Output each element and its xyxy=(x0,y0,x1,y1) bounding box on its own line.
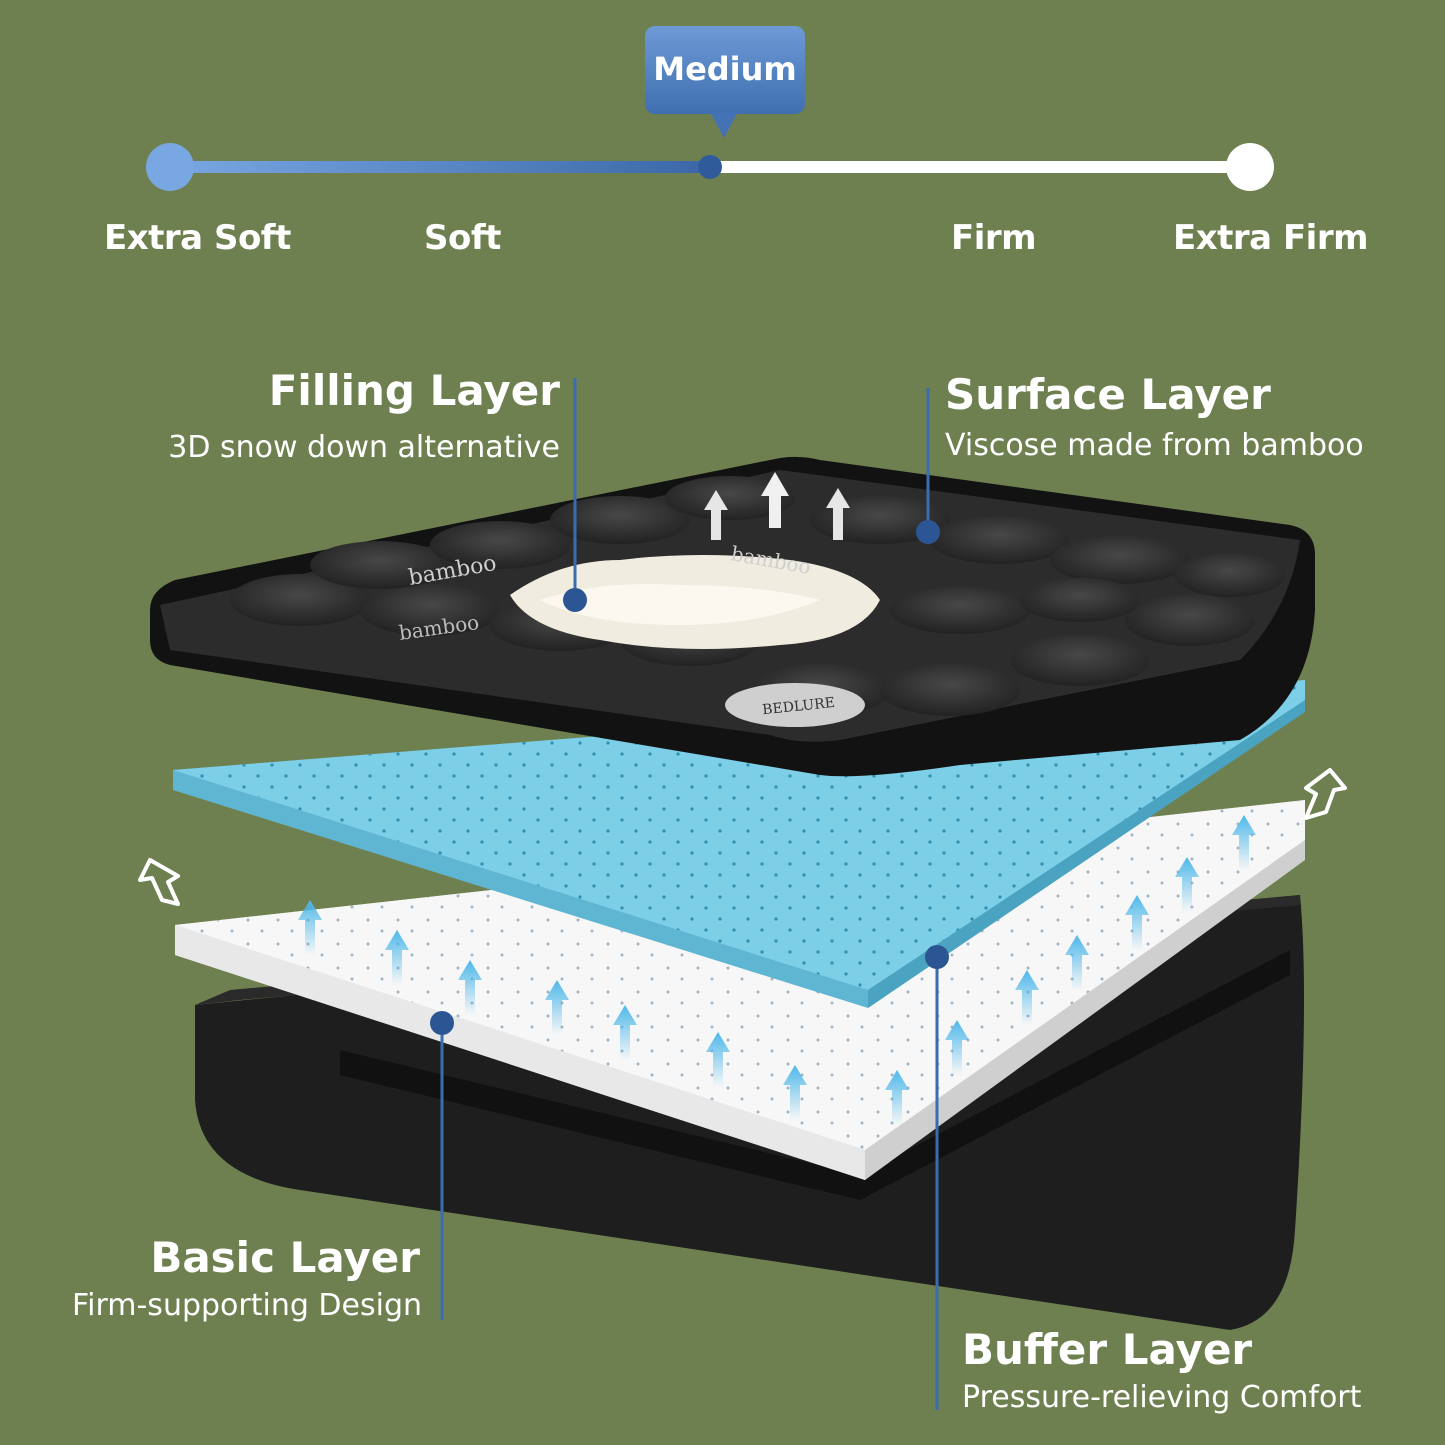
firmness-option-firm: Firm xyxy=(951,218,1037,258)
surface-layer-description: Viscose made from bamboo xyxy=(945,428,1364,463)
lift-arrow-left-icon xyxy=(138,858,180,906)
filling-layer-title: Filling Layer xyxy=(268,366,560,415)
surface-layer-title: Surface Layer xyxy=(945,370,1271,419)
firmness-end-knob xyxy=(1226,143,1274,191)
rising-air-icon xyxy=(761,472,789,528)
basic-layer-title: Basic Layer xyxy=(150,1233,420,1282)
firmness-option-extra-soft: Extra Soft xyxy=(104,218,291,258)
buffer-layer-title: Buffer Layer xyxy=(962,1325,1253,1374)
basic-layer-description: Firm-supporting Design xyxy=(72,1288,422,1323)
filling-layer-description: 3D snow down alternative xyxy=(168,430,560,465)
firmness-selected-badge: Medium xyxy=(645,26,805,114)
badge-pointer xyxy=(710,112,738,138)
airflow-arrows xyxy=(298,815,1256,1125)
firmness-selected-label: Medium xyxy=(653,50,797,88)
brand-logo-text: BEDLURE xyxy=(762,695,836,719)
topper-layer: bamboo bamboo bamboo BEDLURE xyxy=(150,456,1315,777)
lift-arrow-right-icon xyxy=(1304,768,1347,820)
firmness-option-extra-firm: Extra Firm xyxy=(1173,218,1369,258)
buffer-layer-description: Pressure-relieving Comfort xyxy=(962,1380,1362,1415)
brand-logo: BEDLURE xyxy=(725,683,865,727)
firmness-option-soft: Soft xyxy=(424,218,501,258)
firmness-track-fill xyxy=(170,161,710,173)
firmness-start-knob xyxy=(146,143,194,191)
callout-lines xyxy=(430,378,949,1410)
rising-air-icon xyxy=(704,490,728,540)
firmness-level-marker[interactable] xyxy=(698,155,722,179)
rising-air-icon xyxy=(826,488,850,540)
